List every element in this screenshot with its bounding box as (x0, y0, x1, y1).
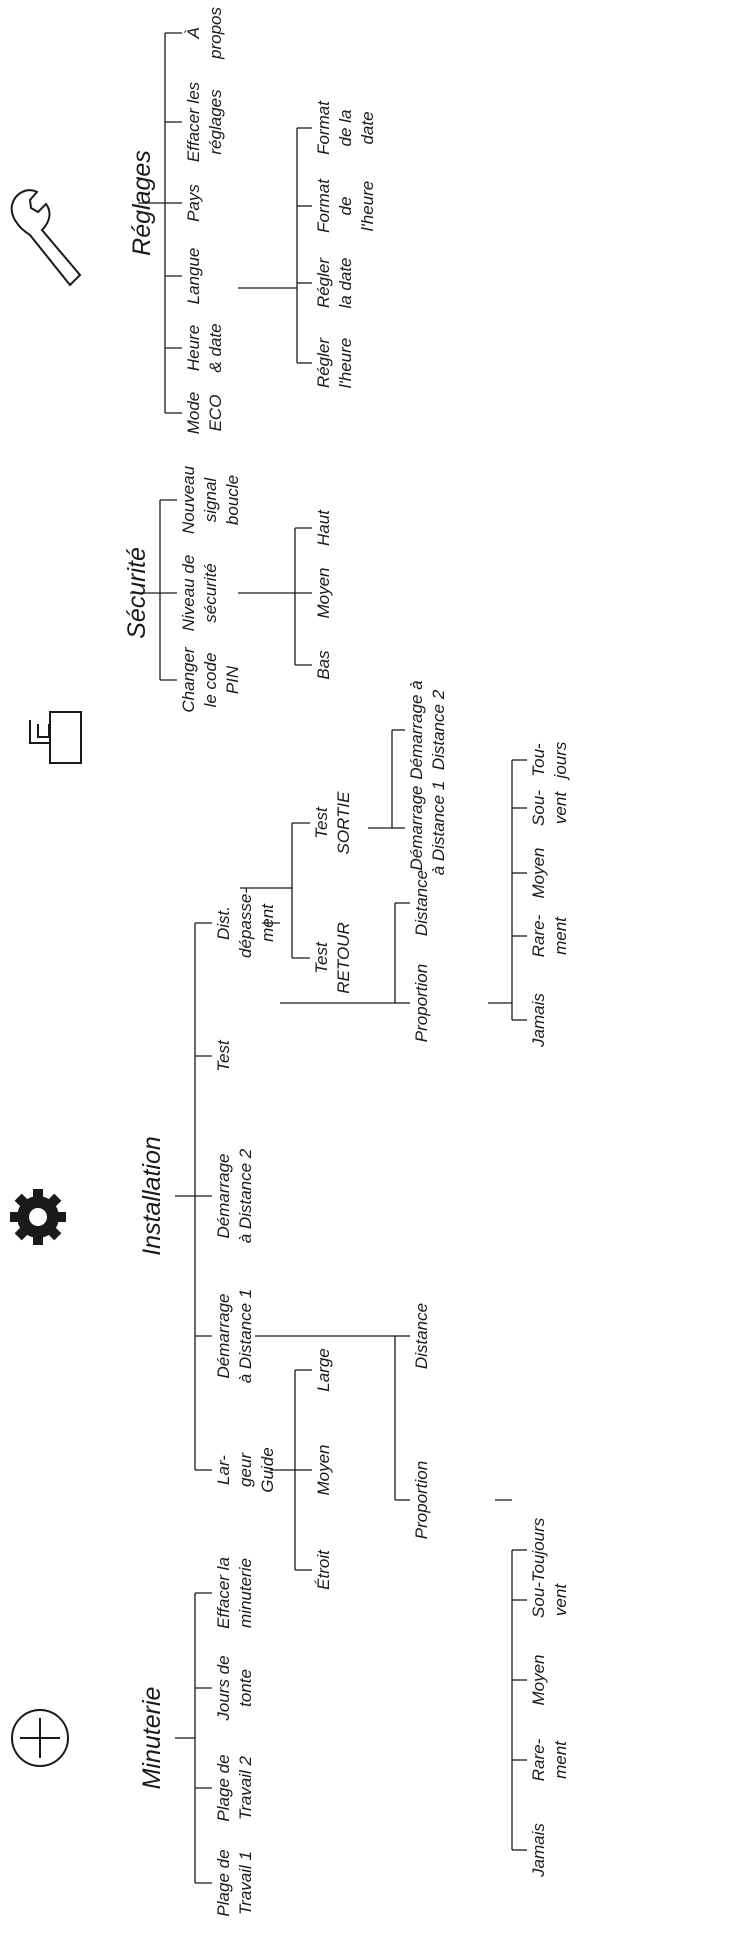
wrench-icon (10, 189, 82, 287)
niveau-securite-option-3: Haut (314, 509, 333, 546)
gear-tooth (33, 1233, 43, 1245)
distance1-option-5: Toujours (529, 1517, 548, 1582)
gear-tooth (33, 1189, 43, 1201)
heading-minuterie: Minuterie (138, 1687, 166, 1790)
reglages-item-4: Pays (184, 184, 203, 222)
connector-lines (130, 32, 527, 1884)
distance2-option-5: Tou-jours (529, 741, 570, 780)
installation-item-4: Test (214, 1039, 233, 1072)
lock-icon (29, 711, 82, 764)
distance1-option-2: Rare-ment (529, 1738, 570, 1781)
installation-item-5: Dist.dépasse-ment (214, 888, 277, 958)
distance1-distance-label: Distance (412, 1303, 431, 1369)
distance1-proportion-label: Proportion (412, 1461, 431, 1539)
distance2-option-4: Sou-vent (529, 790, 570, 826)
distance2-proportion-label: Proportion (412, 964, 431, 1042)
distance1-option-1: Jamais (529, 1823, 548, 1878)
distance2-option-3: Moyen (529, 847, 548, 898)
heading-installation: Installation (138, 1136, 166, 1256)
distance2-option-2: Rare-ment (529, 914, 570, 957)
distance1-option-4: Sou-vent (529, 1582, 570, 1618)
largeur-guide-option-3: Large (314, 1348, 333, 1391)
niveau-securite-option-1: Bas (314, 650, 333, 680)
heading-reglages: Réglages (128, 150, 156, 256)
distance2-option-1: Jamais (529, 993, 548, 1048)
largeur-guide-option-1: Étroit (314, 1549, 333, 1590)
distance1-option-3: Moyen (529, 1654, 548, 1705)
reglages-item-3: Langue (184, 248, 203, 305)
reglages-item-2: Heure& date (184, 323, 225, 372)
heading-securite: Sécurité (123, 547, 151, 639)
largeur-guide-option-2: Moyen (314, 1444, 333, 1495)
distance2-distance-label: Distance (412, 870, 431, 936)
gear-icon (10, 1189, 66, 1245)
rotated-diagram-group: Minuterie Installation Sécurité Réglages… (123, 7, 570, 1917)
niveau-securite-option-2: Moyen (314, 567, 333, 618)
power-icon (11, 1709, 69, 1767)
